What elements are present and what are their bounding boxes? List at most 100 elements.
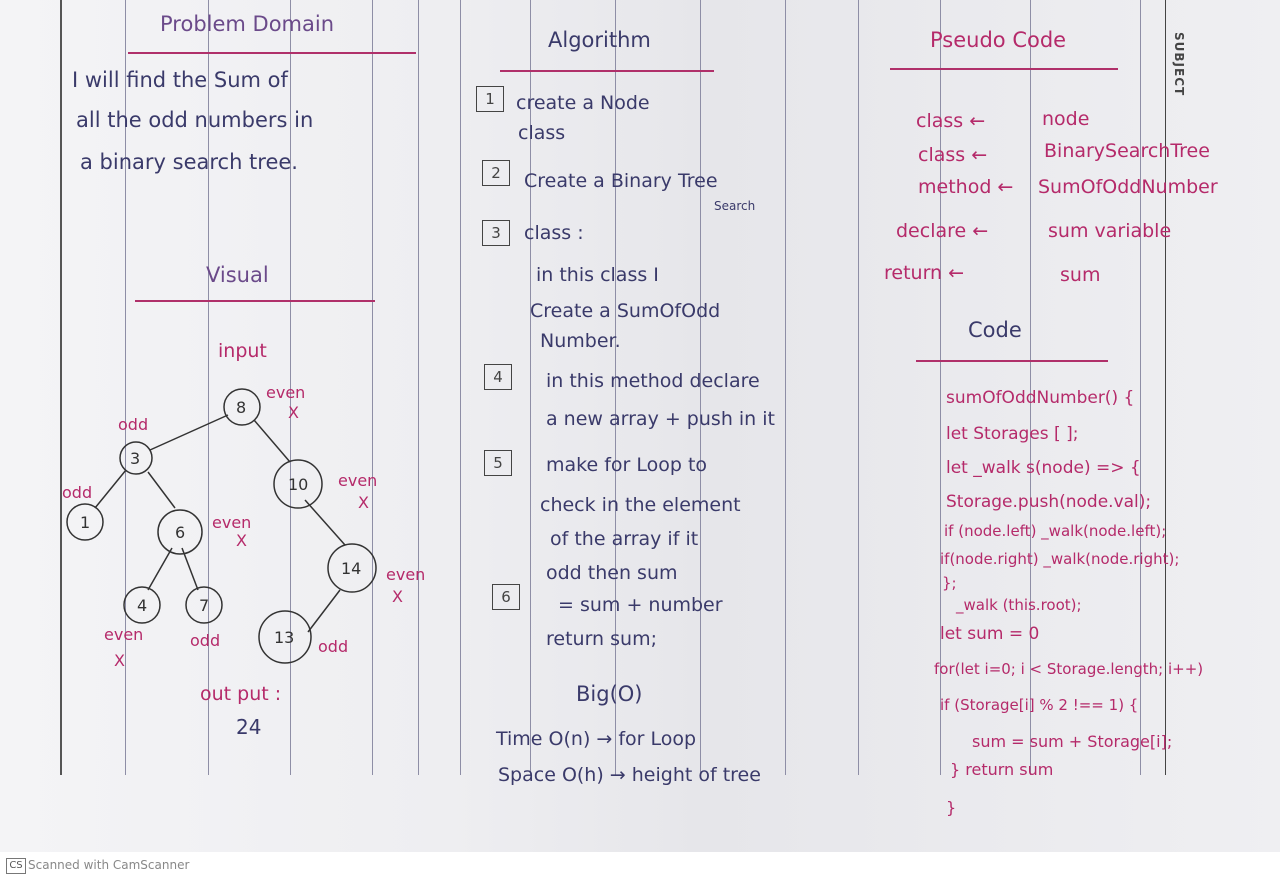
tree-node-note: odd	[190, 631, 220, 650]
pseudo-right: BinarySearchTree	[1044, 140, 1210, 162]
camscanner-watermark: Scanned with CamScanner	[28, 858, 190, 872]
tree-node-note: even	[338, 471, 377, 490]
tree-node-value: 1	[80, 513, 90, 532]
tree-node-mark: X	[358, 493, 369, 512]
step-line: in this method declare	[546, 370, 760, 392]
pseudo-left: return ←	[884, 262, 965, 284]
tree-node-note: even	[212, 513, 251, 532]
tree-node-circle	[119, 441, 153, 475]
code-line: let sum = 0	[940, 624, 1040, 644]
tree-node-circle	[185, 586, 223, 624]
visual-title: Visual	[206, 263, 269, 287]
tree-node-value: 14	[341, 559, 361, 578]
tree-edge	[304, 499, 346, 546]
problem-domain-title: Problem Domain	[160, 12, 335, 36]
column-rule	[785, 0, 786, 775]
code-line: sumOfOddNumber() {	[946, 388, 1135, 408]
code-line: let _walk s(node) => {	[946, 458, 1141, 478]
binary-tree-diagram: 8 3 10 1 6 14 4 7 13 even X odd even X o…	[62, 383, 425, 670]
tree-node-note: odd	[118, 415, 148, 434]
step-line: class :	[524, 222, 584, 244]
step-line: = sum + number	[558, 594, 723, 616]
title-underline	[128, 52, 416, 54]
tree-node-mark: X	[114, 651, 125, 670]
algorithm-title: Algorithm	[548, 28, 651, 52]
step-line: Create a SumOfOdd	[530, 300, 721, 322]
column-rule	[125, 0, 126, 775]
step-number: 2	[482, 160, 510, 186]
title-underline	[890, 68, 1118, 70]
tree-edge	[147, 547, 173, 591]
step-line: a new array + push in it	[546, 408, 775, 430]
column-rule	[290, 0, 291, 775]
step-line: odd then sum	[546, 562, 678, 584]
title-underline	[500, 70, 714, 72]
tree-node-circle	[66, 503, 104, 541]
tree-node-value: 13	[274, 628, 294, 647]
column-rule	[1140, 0, 1141, 775]
tree-node-note: even	[266, 383, 305, 402]
code-line: Storage.push(node.val);	[946, 492, 1152, 512]
step-line: return sum;	[546, 628, 657, 650]
code-line: _walk (this.root);	[956, 596, 1082, 614]
title-underline	[916, 360, 1108, 362]
step-number: 6	[492, 584, 520, 610]
column-rule	[460, 0, 461, 775]
tree-node-note: even	[386, 565, 425, 584]
column-rule	[530, 0, 531, 775]
tree-node-note: odd	[318, 637, 348, 656]
step-number: 1	[476, 86, 504, 112]
code-title: Code	[968, 318, 1022, 342]
column-rule	[1165, 0, 1166, 775]
output-value: 24	[236, 715, 262, 739]
input-label: input	[218, 340, 267, 362]
tree-node-value: 4	[137, 596, 147, 615]
camscanner-logo: CS	[6, 858, 26, 874]
tree-node-circle	[273, 459, 323, 509]
code-line: } return sum	[950, 760, 1054, 779]
code-line: if(node.right) _walk(node.right);	[940, 550, 1180, 568]
scanner-footer: CS Scanned with CamScanner	[0, 852, 1280, 881]
problem-line: I will find the Sum of	[72, 68, 288, 92]
pseudo-left: class ←	[916, 110, 986, 132]
code-line: if (Storage[i] % 2 !== 1) {	[940, 696, 1139, 714]
pseudo-right: node	[1042, 108, 1090, 130]
step-line: of the array if it	[550, 528, 699, 550]
pseudo-right: sum	[1060, 264, 1101, 286]
tree-node-value: 6	[175, 523, 185, 542]
tree-node-circle	[123, 586, 161, 624]
pseudo-left: method ←	[918, 176, 1014, 198]
column-rule	[208, 0, 209, 775]
tree-node-value: 7	[199, 596, 209, 615]
margin-line	[60, 0, 62, 775]
step-line: make for Loop to	[546, 454, 708, 476]
step-line: class	[518, 122, 566, 144]
code-line: let Storages [ ];	[946, 424, 1079, 444]
step-line: in this class I	[536, 264, 659, 286]
pseudo-right: SumOfOddNumber	[1038, 176, 1218, 198]
problem-line: a binary search tree.	[80, 150, 298, 174]
step-line: Create a Binary Tree	[524, 170, 718, 192]
pseudo-left: class ←	[918, 144, 988, 166]
tree-node-circle	[223, 388, 261, 426]
step-line: create a Node	[516, 92, 650, 114]
tree-edge	[149, 414, 229, 451]
tree-node-circle	[327, 543, 377, 593]
tree-node-value: 10	[288, 475, 308, 494]
code-line: for(let i=0; i < Storage.length; i++)	[934, 660, 1204, 678]
tree-node-mark: X	[392, 587, 403, 606]
step-line: Search	[714, 199, 756, 213]
tree-edge	[307, 589, 341, 633]
tree-edge	[253, 419, 291, 463]
code-line: sum = sum + Storage[i];	[972, 732, 1173, 751]
space-complexity: Space O(h) → height of tree	[498, 764, 761, 786]
code-line: if (node.left) _walk(node.left);	[944, 522, 1167, 540]
notebook-paper: SUBJECT Problem Domain I will find the S…	[0, 0, 1280, 852]
step-number: 5	[484, 450, 512, 476]
step-line: Number.	[540, 330, 621, 352]
step-number: 3	[482, 220, 510, 246]
column-rule	[418, 0, 419, 775]
column-rule	[858, 0, 859, 775]
tree-edge	[147, 471, 176, 509]
